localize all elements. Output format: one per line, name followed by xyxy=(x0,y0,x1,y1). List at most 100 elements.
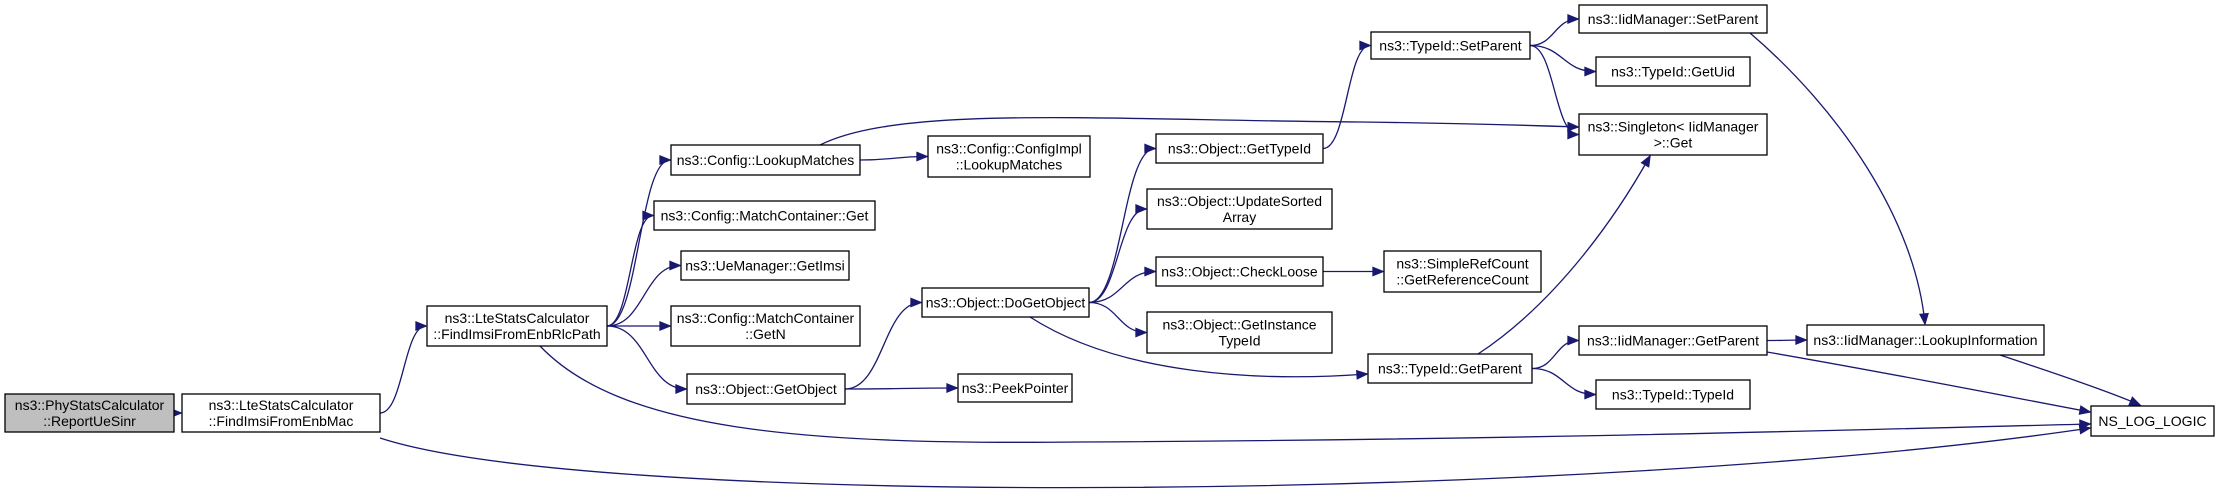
node-label: ns3::Object::GetInstance xyxy=(1162,317,1316,333)
node-box xyxy=(1370,31,1531,60)
node-object-get-object[interactable]: ns3::Object::GetObject xyxy=(686,373,846,405)
node-box xyxy=(670,144,861,176)
node-label: ns3::PeekPointer xyxy=(962,380,1069,396)
edge-line xyxy=(1088,301,1147,334)
edge-find-imsi-enb-rlc-to-match-container-getn xyxy=(607,321,672,331)
edge-do-get-object-to-get-type-id xyxy=(1088,143,1157,304)
node-simple-ref-count[interactable]: ns3::SimpleRefCount::GetReferenceCount xyxy=(1383,250,1542,293)
node-label: ns3::Object::DoGetObject xyxy=(926,295,1086,311)
arrow-head xyxy=(1584,389,1597,400)
node-find-imsi-enb-mac[interactable]: ns3::LteStatsCalculator::FindImsiFromEnb… xyxy=(181,393,381,433)
node-box xyxy=(1155,133,1324,164)
edge-line xyxy=(1999,354,2141,406)
call-nodes: ns3::PhyStatsCalculator::ReportUeSinrns3… xyxy=(4,4,2215,437)
edge-find-imsi-enb-rlc-to-ue-manager-get-imsi xyxy=(606,260,682,327)
edge-line xyxy=(606,159,671,327)
edge-typeid-get-parent-to-iid-manager-get-parent xyxy=(1531,335,1580,370)
node-lookup-matches[interactable]: ns3::Config::LookupMatches xyxy=(670,144,861,176)
node-label: ::GetReferenceCount xyxy=(1396,272,1528,288)
arrow-head xyxy=(1919,312,1929,326)
node-ue-manager-get-imsi[interactable]: ns3::UeManager::GetImsi xyxy=(680,250,850,281)
arrow-head xyxy=(1567,335,1580,346)
edge-line xyxy=(1529,18,1579,47)
node-box xyxy=(1155,256,1324,287)
arrow-head xyxy=(2079,419,2092,430)
node-label: ns3::Object::CheckLoose xyxy=(1161,264,1318,280)
node-report-ue-sinr[interactable]: ns3::PhyStatsCalculator::ReportUeSinr xyxy=(4,393,175,433)
edge-line xyxy=(606,214,654,327)
node-box xyxy=(2090,405,2215,437)
node-typeid-get-uid[interactable]: ns3::TypeId::GetUid xyxy=(1595,56,1751,87)
edge-line xyxy=(1749,32,1926,325)
arrow-head xyxy=(1356,369,1369,380)
node-label: ns3::IidManager::LookupInformation xyxy=(1813,332,2037,348)
arrow-head xyxy=(1135,204,1148,214)
node-label: >::Get xyxy=(1654,135,1693,151)
arrow-head xyxy=(1144,266,1157,277)
node-box xyxy=(927,135,1091,178)
arrow-head xyxy=(1567,14,1580,24)
arrow-head xyxy=(1584,66,1597,77)
edge-iid-manager-get-parent-to-ns-log-logic xyxy=(1766,351,2092,415)
edge-line xyxy=(1531,339,1579,370)
arrow-head xyxy=(1135,327,1148,338)
node-ns-log-logic[interactable]: NS_LOG_LOGIC xyxy=(2090,405,2215,437)
edge-line xyxy=(1529,44,1579,136)
node-lookup-information[interactable]: ns3::IidManager::LookupInformation xyxy=(1806,324,2045,356)
edge-typeid-set-parent-to-iid-manager-set-parent xyxy=(1529,14,1580,47)
edge-object-get-object-to-do-get-object xyxy=(844,297,923,390)
node-label: ns3::LteStatsCalculator xyxy=(445,310,590,326)
edge-check-loose-to-simple-ref-count xyxy=(1322,266,1385,277)
edge-find-imsi-enb-rlc-to-match-container-get xyxy=(606,210,655,327)
node-box xyxy=(921,287,1090,318)
arrow-head xyxy=(1567,129,1580,140)
node-box xyxy=(426,305,608,347)
node-label: ns3::TypeId::TypeId xyxy=(1612,387,1734,403)
arrow-head xyxy=(659,321,672,331)
arrow-head xyxy=(669,260,682,271)
node-box xyxy=(1578,4,1768,34)
edge-find-imsi-enb-rlc-to-ns-log-logic xyxy=(539,345,2092,443)
node-typeid-get-parent[interactable]: ns3::TypeId::GetParent xyxy=(1367,353,1533,384)
node-box xyxy=(4,393,175,433)
arrow-head xyxy=(675,384,688,394)
node-get-type-id[interactable]: ns3::Object::GetTypeId xyxy=(1155,133,1324,164)
edge-line xyxy=(1477,155,1651,355)
edge-line xyxy=(844,301,922,390)
node-iid-manager-get-parent[interactable]: ns3::IidManager::GetParent xyxy=(1578,325,1768,356)
call-edges xyxy=(170,14,2142,489)
node-config-impl-lookup[interactable]: ns3::Config::ConfigImpl::LookupMatches xyxy=(927,135,1091,178)
node-find-imsi-enb-rlc[interactable]: ns3::LteStatsCalculator::FindImsiFromEnb… xyxy=(426,305,608,347)
arrow-head xyxy=(1640,154,1651,168)
node-label: ns3::Singleton< IidManager xyxy=(1588,119,1759,135)
node-iid-manager-set-parent[interactable]: ns3::IidManager::SetParent xyxy=(1578,4,1768,34)
edge-find-imsi-enb-mac-to-find-imsi-enb-rlc xyxy=(379,321,428,414)
node-match-container-getn[interactable]: ns3::Config::MatchContainer::GetN xyxy=(670,305,861,347)
node-box xyxy=(1578,113,1768,156)
edge-line xyxy=(606,325,687,390)
edge-iid-manager-set-parent-to-lookup-information xyxy=(1749,32,1929,326)
arrow-head xyxy=(1372,266,1385,277)
edge-do-get-object-to-get-instance-type-id xyxy=(1088,301,1148,338)
node-peek-pointer[interactable]: ns3::PeekPointer xyxy=(957,373,1073,403)
node-singleton-get[interactable]: ns3::Singleton< IidManager >::Get xyxy=(1578,113,1768,156)
node-label: ns3::Object::GetTypeId xyxy=(1168,141,1311,157)
edge-line xyxy=(1088,147,1156,304)
node-do-get-object[interactable]: ns3::Object::DoGetObject xyxy=(921,287,1090,318)
edge-line xyxy=(819,116,1579,146)
node-label: ns3::Object::GetObject xyxy=(695,381,837,397)
node-box xyxy=(670,305,861,347)
arrow-head xyxy=(2128,396,2142,406)
edge-typeid-get-parent-to-singleton-get xyxy=(1477,154,1651,355)
node-label: TypeId xyxy=(1218,333,1260,349)
node-check-loose[interactable]: ns3::Object::CheckLoose xyxy=(1155,256,1324,287)
node-box xyxy=(1146,311,1333,354)
node-match-container-get[interactable]: ns3::Config::MatchContainer::Get xyxy=(653,200,876,231)
node-label: ns3::Config::MatchContainer xyxy=(677,310,855,326)
edge-iid-manager-get-parent-to-lookup-information xyxy=(1766,335,1808,345)
node-typeid-typeid[interactable]: ns3::TypeId::TypeId xyxy=(1595,379,1751,410)
node-typeid-set-parent[interactable]: ns3::TypeId::SetParent xyxy=(1370,31,1531,60)
